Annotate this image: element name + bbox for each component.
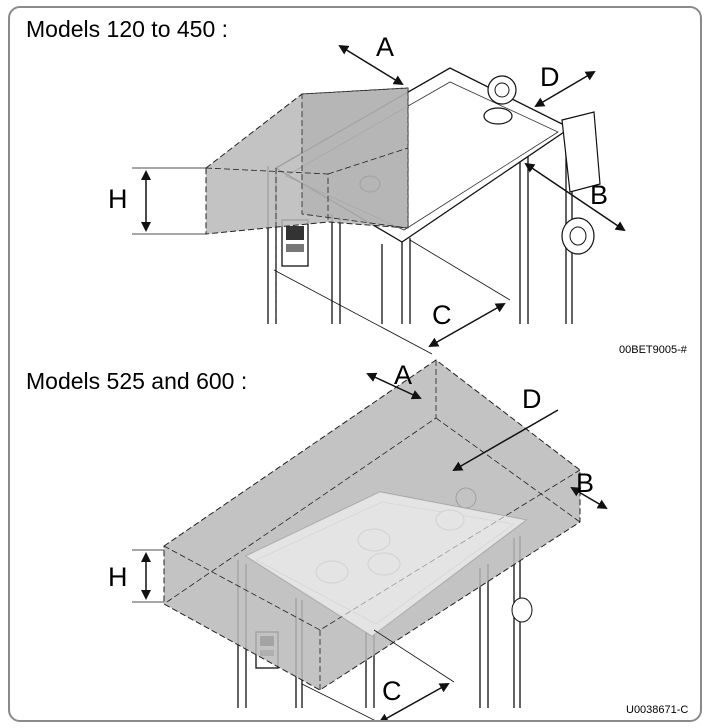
panel1-label-c: C (432, 300, 452, 330)
panel1-label-a: A (376, 32, 394, 62)
panel1-ref-code: 00BET9005-# (619, 344, 687, 356)
panel2-label-h: H (108, 562, 128, 592)
panel1-title: Models 120 to 450 : (26, 16, 229, 42)
panel2-dimension-lines (132, 372, 608, 720)
panel2-label-d: D (522, 384, 542, 414)
panel1-label-d: D (540, 62, 560, 92)
panel2-clearance-zone (163, 359, 581, 691)
panel2-label-a: A (394, 360, 412, 390)
panel2-label-c: C (382, 676, 402, 706)
panel1-clearance-zone (205, 87, 409, 318)
panel1-dimension-lines (132, 44, 626, 355)
panel1-label-b: B (590, 180, 608, 210)
diagram-frame: Models 120 to 450 : 00BET9005-# Models 5… (8, 6, 702, 722)
panel2-label-b: B (576, 468, 594, 498)
panel1-label-h: H (108, 184, 128, 214)
panel1-illustration: A D B H C (108, 32, 626, 720)
panel2-title: Models 525 and 600 : (26, 368, 248, 394)
panel2-ref-code: U0038671-C (626, 704, 689, 716)
